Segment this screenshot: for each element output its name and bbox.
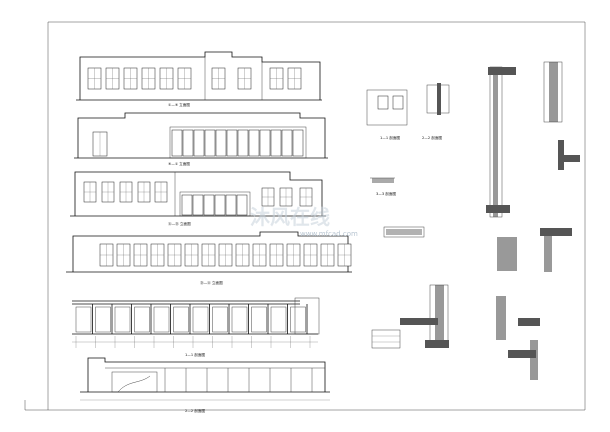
elevation-3: Ⓐ—Ⓓ 立面图 bbox=[70, 171, 326, 226]
colonnade-bay bbox=[231, 306, 248, 333]
glazing-panel bbox=[270, 129, 282, 157]
colonnade-bay bbox=[153, 306, 170, 333]
glazing-panel bbox=[259, 129, 271, 157]
detail-column-a: 1—1 剖面图 2—2 剖面图 3—3 剖面图 bbox=[366, 83, 450, 238]
glazing-panel bbox=[214, 194, 226, 216]
svg-text:www.mfcad.com: www.mfcad.com bbox=[300, 230, 358, 238]
glazing-panel bbox=[225, 194, 237, 216]
detail-column-c bbox=[371, 284, 449, 349]
colonnade-bay bbox=[290, 306, 306, 333]
colonnade-bay bbox=[75, 306, 92, 333]
elevation-4-caption: Ⓓ—Ⓐ 立面图 bbox=[200, 280, 223, 285]
section-2: 2—2 剖面图 bbox=[80, 357, 330, 413]
colonnade-bay bbox=[270, 306, 287, 333]
glazing-panel bbox=[181, 194, 193, 216]
watermark-logo: 沐风在线 www.mfcad.com bbox=[250, 205, 358, 238]
sheet-border bbox=[24, 21, 586, 411]
elevation-1-caption: ①—⑥ 立面图 bbox=[168, 102, 190, 107]
colonnade-bay bbox=[192, 306, 209, 333]
colonnade-bay bbox=[212, 306, 228, 333]
glazing-panel bbox=[281, 129, 293, 157]
elevation-1: ①—⑥ 立面图 bbox=[76, 51, 322, 107]
glazing-panel bbox=[192, 194, 204, 216]
glazing-panel bbox=[215, 129, 227, 157]
elevation-2: ⑥—① 立面图 bbox=[74, 112, 328, 166]
detail-caption-3: 3—3 剖面图 bbox=[376, 191, 396, 196]
colonnade-bay bbox=[95, 306, 111, 333]
glazing-panel bbox=[248, 129, 260, 157]
glazing-panel bbox=[226, 129, 238, 157]
glazing-panel bbox=[171, 129, 183, 157]
glazing-panel bbox=[236, 194, 248, 216]
svg-text:沐风在线: 沐风在线 bbox=[250, 205, 330, 229]
glazing-panel bbox=[292, 129, 304, 157]
section-2-caption: 2—2 剖面图 bbox=[185, 408, 205, 413]
section-1-caption: 1—1 剖面图 bbox=[185, 352, 205, 357]
glazing-panel bbox=[204, 129, 216, 157]
section-1: 1—1 剖面图 bbox=[72, 297, 320, 357]
elevation-4: Ⓓ—Ⓐ 立面图 bbox=[66, 231, 352, 285]
colonnade-bay bbox=[134, 306, 150, 333]
glazing-panel bbox=[193, 129, 205, 157]
glazing-panel bbox=[182, 129, 194, 157]
glazing-panel bbox=[237, 129, 249, 157]
elevation-2-caption: ⑥—① 立面图 bbox=[168, 161, 190, 166]
detail-caption-2: 2—2 剖面图 bbox=[422, 135, 442, 140]
colonnade-bay bbox=[114, 306, 131, 333]
elevation-3-caption: Ⓐ—Ⓓ 立面图 bbox=[168, 221, 191, 226]
colonnade-bay bbox=[251, 306, 267, 333]
detail-caption-1: 1—1 剖面图 bbox=[380, 135, 400, 140]
colonnade-bay bbox=[173, 306, 189, 333]
glazing-panel bbox=[203, 194, 215, 216]
detail-column-b bbox=[486, 61, 580, 380]
